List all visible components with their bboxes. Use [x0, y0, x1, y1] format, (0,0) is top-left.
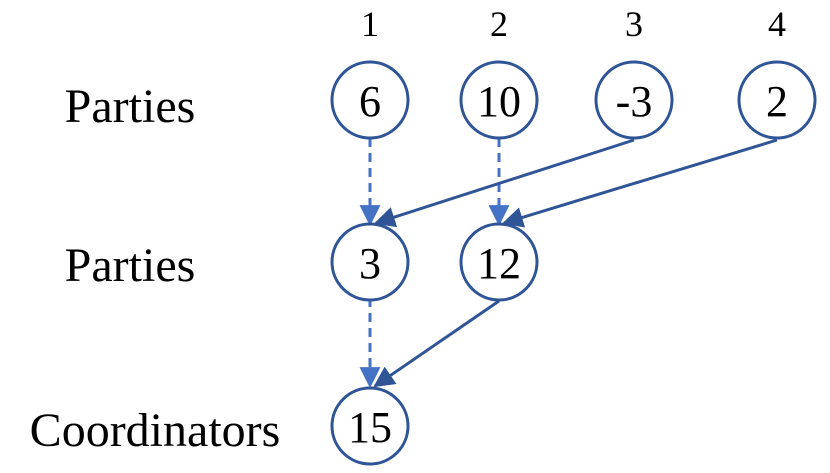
node-party-2: 10 [459, 60, 539, 140]
node-value: 6 [359, 77, 381, 126]
arrow-node12-to-node15 [373, 299, 500, 388]
node-value: 3 [359, 239, 381, 288]
node-party-agg-2: 12 [459, 222, 539, 302]
row-label-middle: Parties [65, 239, 196, 292]
node-value: 10 [477, 77, 521, 126]
column-label-2: 2 [490, 4, 508, 44]
column-label-3: 3 [625, 4, 643, 44]
arrow-node-minus3-to-node3 [374, 138, 635, 228]
node-party-agg-1: 3 [330, 222, 410, 302]
node-party-3: -3 [594, 60, 674, 140]
row-label-top: Parties [65, 80, 196, 133]
column-label-4: 4 [768, 4, 786, 44]
row-label-bottom: Coordinators [30, 404, 281, 457]
node-value: 2 [766, 77, 788, 126]
column-label-1: 1 [361, 4, 379, 44]
node-value: -3 [616, 77, 653, 126]
node-party-4: 2 [737, 60, 817, 140]
node-party-1: 6 [330, 60, 410, 140]
node-value: 15 [348, 403, 392, 452]
arrow-node2-to-node12 [501, 138, 778, 228]
node-value: 12 [477, 239, 521, 288]
node-coordinator: 15 [330, 386, 410, 466]
